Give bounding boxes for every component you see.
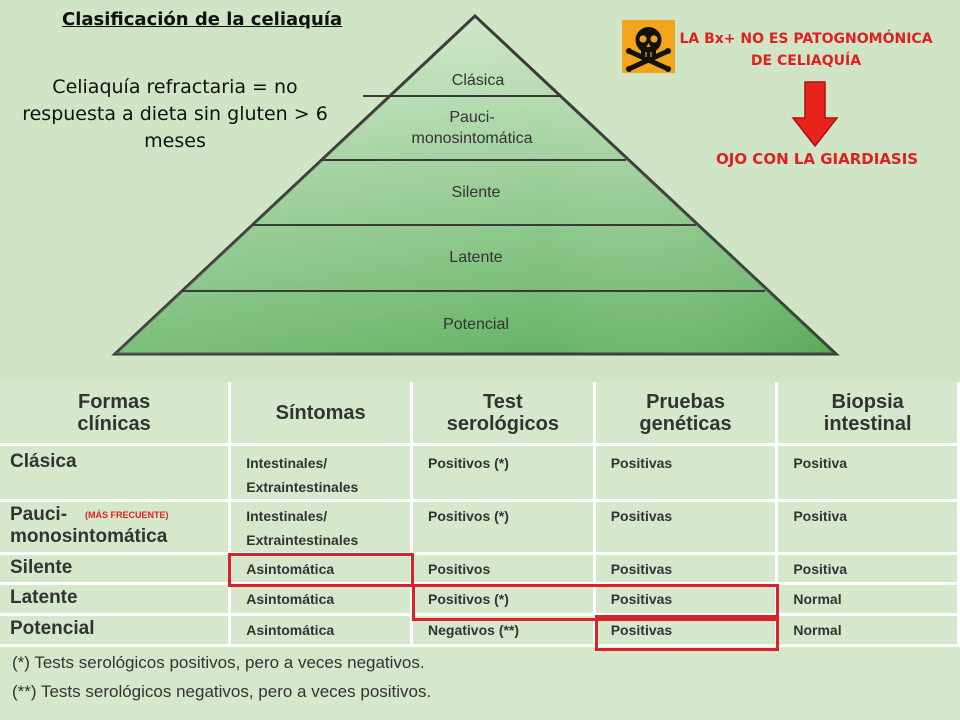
table-row: Clásica Intestinales/Extraintestinales P… bbox=[0, 444, 960, 502]
cell-biopsia: Normal bbox=[776, 614, 960, 647]
cell-sintomas: Asintomática bbox=[229, 614, 414, 647]
cell-test: Positivos bbox=[411, 553, 596, 585]
table-row: Silente Asintomática Positivos Positivas… bbox=[0, 553, 960, 585]
row-name: Pauci-(MÁS FRECUENTE) monosintomática bbox=[0, 500, 232, 555]
slide-title: Clasificación de la celiaquía bbox=[62, 9, 343, 30]
cell-biopsia: Normal bbox=[776, 583, 960, 616]
pyramid-level-clasica: Clásica bbox=[452, 72, 505, 89]
cell-geneticas: Positivas bbox=[594, 500, 779, 555]
cell-biopsia: Positiva bbox=[776, 444, 960, 502]
table-row: Pauci-(MÁS FRECUENTE) monosintomática In… bbox=[0, 500, 960, 555]
refractaria-definition: Celiaquía refractaria = no respuesta a d… bbox=[22, 76, 328, 152]
cell-sintomas: Asintomática bbox=[229, 553, 414, 585]
cell-test: Positivos (*) bbox=[411, 444, 596, 502]
cell-geneticas: Positivas bbox=[594, 583, 779, 616]
warning-text: LA Bx+ NO ES PATOGNOMÓNICA DE CELIAQUÍA bbox=[679, 31, 933, 69]
row-name: Clásica bbox=[0, 444, 232, 502]
pyramid-level-potencial: Potencial bbox=[443, 316, 509, 333]
row-name: Silente bbox=[0, 553, 232, 585]
cell-geneticas: Positivas bbox=[594, 444, 779, 502]
pyramid-level-pauci-2: monosintomática bbox=[412, 130, 533, 147]
pyramid-level-silente: Silente bbox=[452, 184, 501, 201]
footnote-1: (*) Tests serológicos positivos, pero a … bbox=[12, 653, 425, 672]
classification-pyramid: Clásica Pauci- monosintomática Silente L… bbox=[111, 13, 840, 356]
footnote-2: (**) Tests serológicos negativos, pero a… bbox=[12, 682, 432, 701]
cell-biopsia: Positiva bbox=[776, 500, 960, 555]
header-sintomas: Síntomas bbox=[229, 382, 414, 446]
cell-sintomas: Asintomática bbox=[229, 583, 414, 616]
cell-test: Positivos (*) bbox=[411, 500, 596, 555]
mas-frecuente-tag: (MÁS FRECUENTE) bbox=[85, 510, 169, 520]
pyramid-level-latente: Latente bbox=[449, 249, 502, 266]
pyramid-level-pauci: Pauci- bbox=[449, 109, 494, 126]
down-arrow-icon bbox=[791, 81, 839, 148]
table-row: Latente Asintomática Positivos (*) Posit… bbox=[0, 583, 960, 616]
row-name: Latente bbox=[0, 583, 232, 616]
cell-test: Positivos (*) bbox=[411, 583, 596, 616]
cell-sintomas: Intestinales/Extraintestinales bbox=[229, 444, 414, 502]
row-name: Potencial bbox=[0, 614, 232, 647]
giardiasis-warning: OJO CON LA GIARDIASIS bbox=[716, 150, 919, 168]
skull-crossbones-icon bbox=[622, 20, 675, 73]
highlight-potencial-geneticas bbox=[595, 615, 779, 651]
cell-geneticas: Positivas bbox=[594, 553, 779, 585]
highlight-silente-asintomatica bbox=[228, 553, 414, 587]
table-footnotes: (*) Tests serológicos positivos, pero a … bbox=[12, 648, 431, 706]
cell-sintomas: Intestinales/Extraintestinales bbox=[229, 500, 414, 555]
cell-biopsia: Positiva bbox=[776, 553, 960, 585]
